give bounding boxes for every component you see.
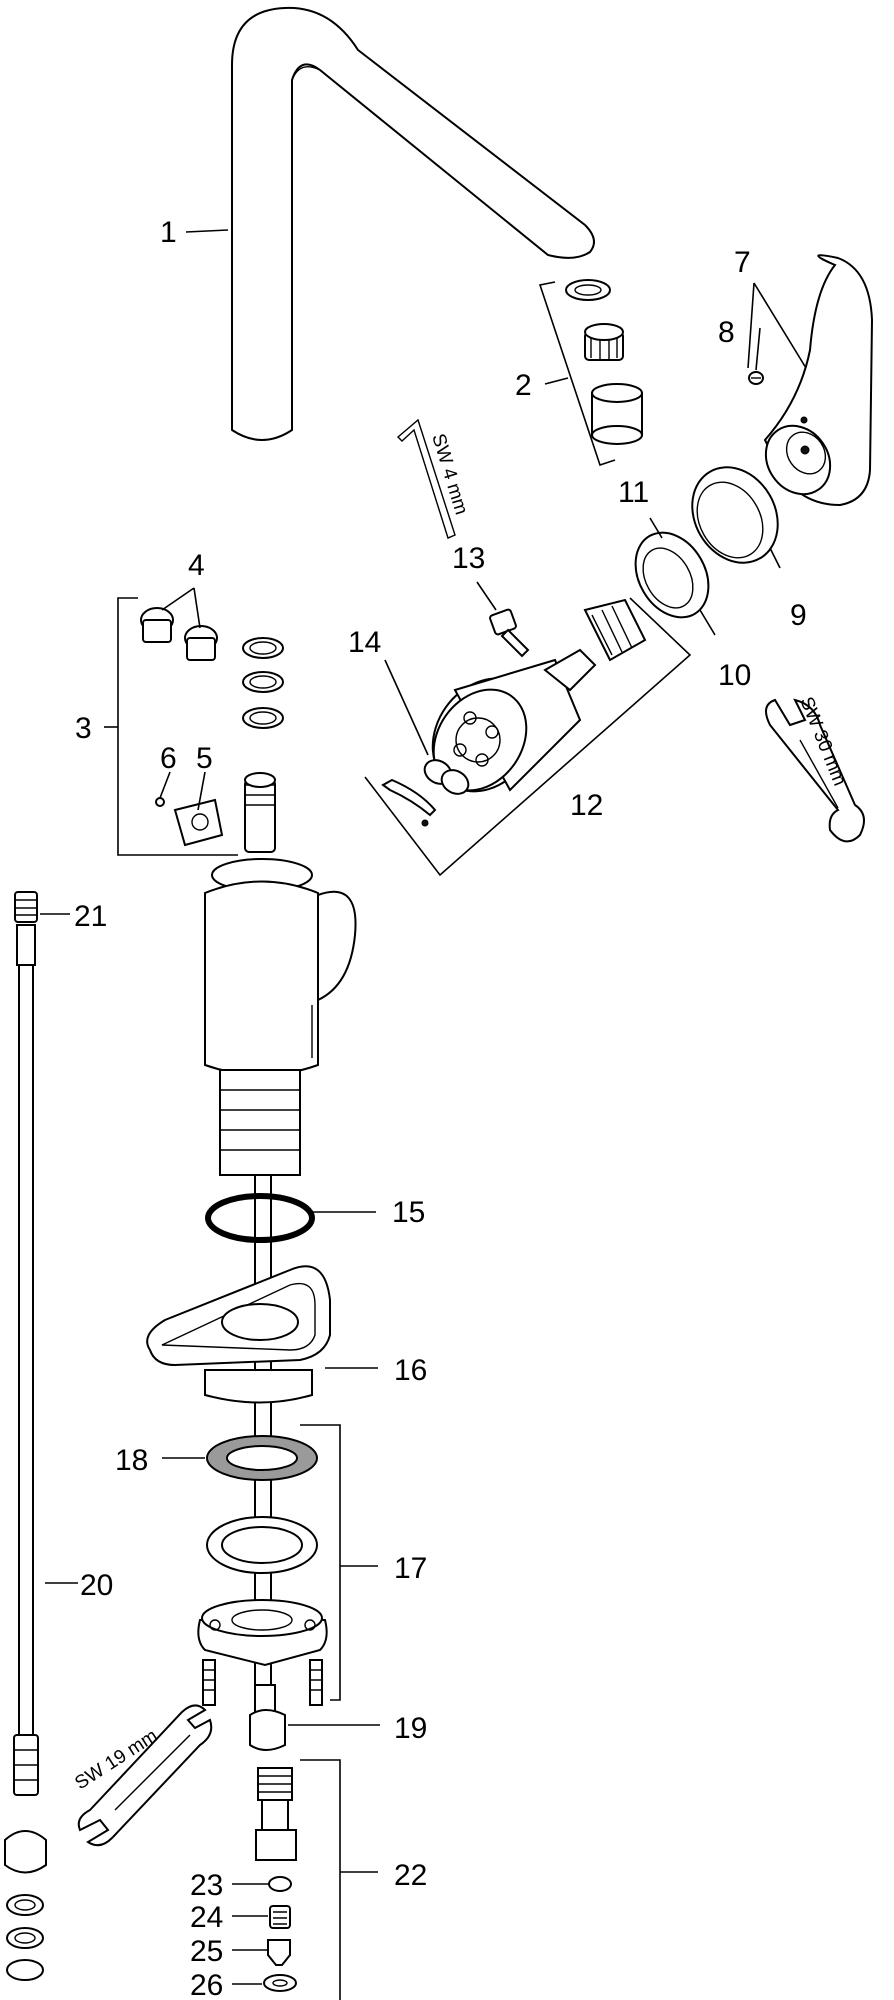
hex-key-label: SW 4 mm: [427, 431, 471, 517]
connector-fitting: [255, 1767, 297, 1861]
seal-23: [268, 1876, 292, 1892]
callout-14: 14: [348, 626, 381, 659]
callout-18: 18: [115, 1444, 148, 1477]
aerator-set: [538, 279, 643, 467]
wrench-19-icon: [77, 1704, 213, 1847]
check-valve-25: [267, 1939, 291, 1966]
callout-13: 13: [452, 542, 485, 575]
callout-17: 17: [394, 1552, 427, 1585]
callout-12: 12: [570, 789, 603, 822]
callout-6: 6: [160, 742, 177, 775]
small-screw: [155, 797, 165, 807]
callout-10: 10: [718, 659, 751, 692]
callout-5: 5: [196, 742, 213, 775]
mounting-screws: [202, 1659, 323, 1706]
cover-ring: [691, 466, 779, 564]
wrench-30-icon: [765, 698, 865, 843]
callout-numbers: 1 2 3 4 5 6 7 8 9 10 11 12 13 14 15 16 1…: [74, 216, 807, 2000]
callout-19: 19: [394, 1712, 427, 1745]
callout-24: 24: [190, 1901, 223, 1934]
callout-21: 21: [74, 900, 107, 933]
support-washer: [206, 1516, 318, 1574]
mounting-bracket: [197, 1599, 328, 1667]
base-o-ring: [205, 1193, 315, 1243]
callout-15: 15: [392, 1196, 425, 1229]
lever-handle: [763, 254, 874, 507]
hex-key-tool: [396, 418, 456, 539]
hose-nut-parts: [4, 1830, 47, 1981]
callout-23: 23: [190, 1869, 223, 1902]
base-plate: [146, 1265, 331, 1404]
callout-16: 16: [394, 1354, 427, 1387]
callout-7: 7: [734, 246, 751, 279]
leader-lines: [40, 229, 807, 1985]
callout-22: 22: [394, 1859, 427, 1892]
callout-26: 26: [190, 1969, 223, 2000]
callout-25: 25: [190, 1935, 223, 1968]
callout-4: 4: [188, 549, 205, 582]
callout-20: 20: [80, 1569, 113, 1602]
callout-1: 1: [160, 216, 177, 249]
filter-24: [269, 1905, 291, 1929]
spout: [231, 6, 595, 441]
washer-26: [263, 1974, 297, 1992]
gasket-gray: [206, 1435, 318, 1481]
threaded-ring: [634, 531, 710, 619]
o-rings-set: [242, 637, 284, 729]
callout-3: 3: [75, 712, 92, 745]
fixing-nut: [249, 1684, 286, 1751]
grub-screw: [748, 371, 764, 385]
callout-8: 8: [718, 316, 735, 349]
group-bracket-17: [300, 1424, 341, 1701]
callout-2: 2: [515, 369, 532, 402]
cartridge: [431, 648, 597, 793]
callout-11: 11: [618, 476, 649, 509]
group-bracket-22: [300, 1759, 341, 2000]
flow-restrictors: [140, 607, 218, 661]
group-bracket-12: [364, 597, 692, 877]
cartridge-nut: [583, 598, 647, 662]
cartridge-seals: [381, 759, 470, 827]
tap-body: [204, 772, 357, 1176]
clip-part: [173, 798, 224, 847]
flexible-hose: [13, 891, 39, 1796]
cartridge-screw: [489, 608, 530, 658]
callout-9: 9: [790, 599, 807, 632]
